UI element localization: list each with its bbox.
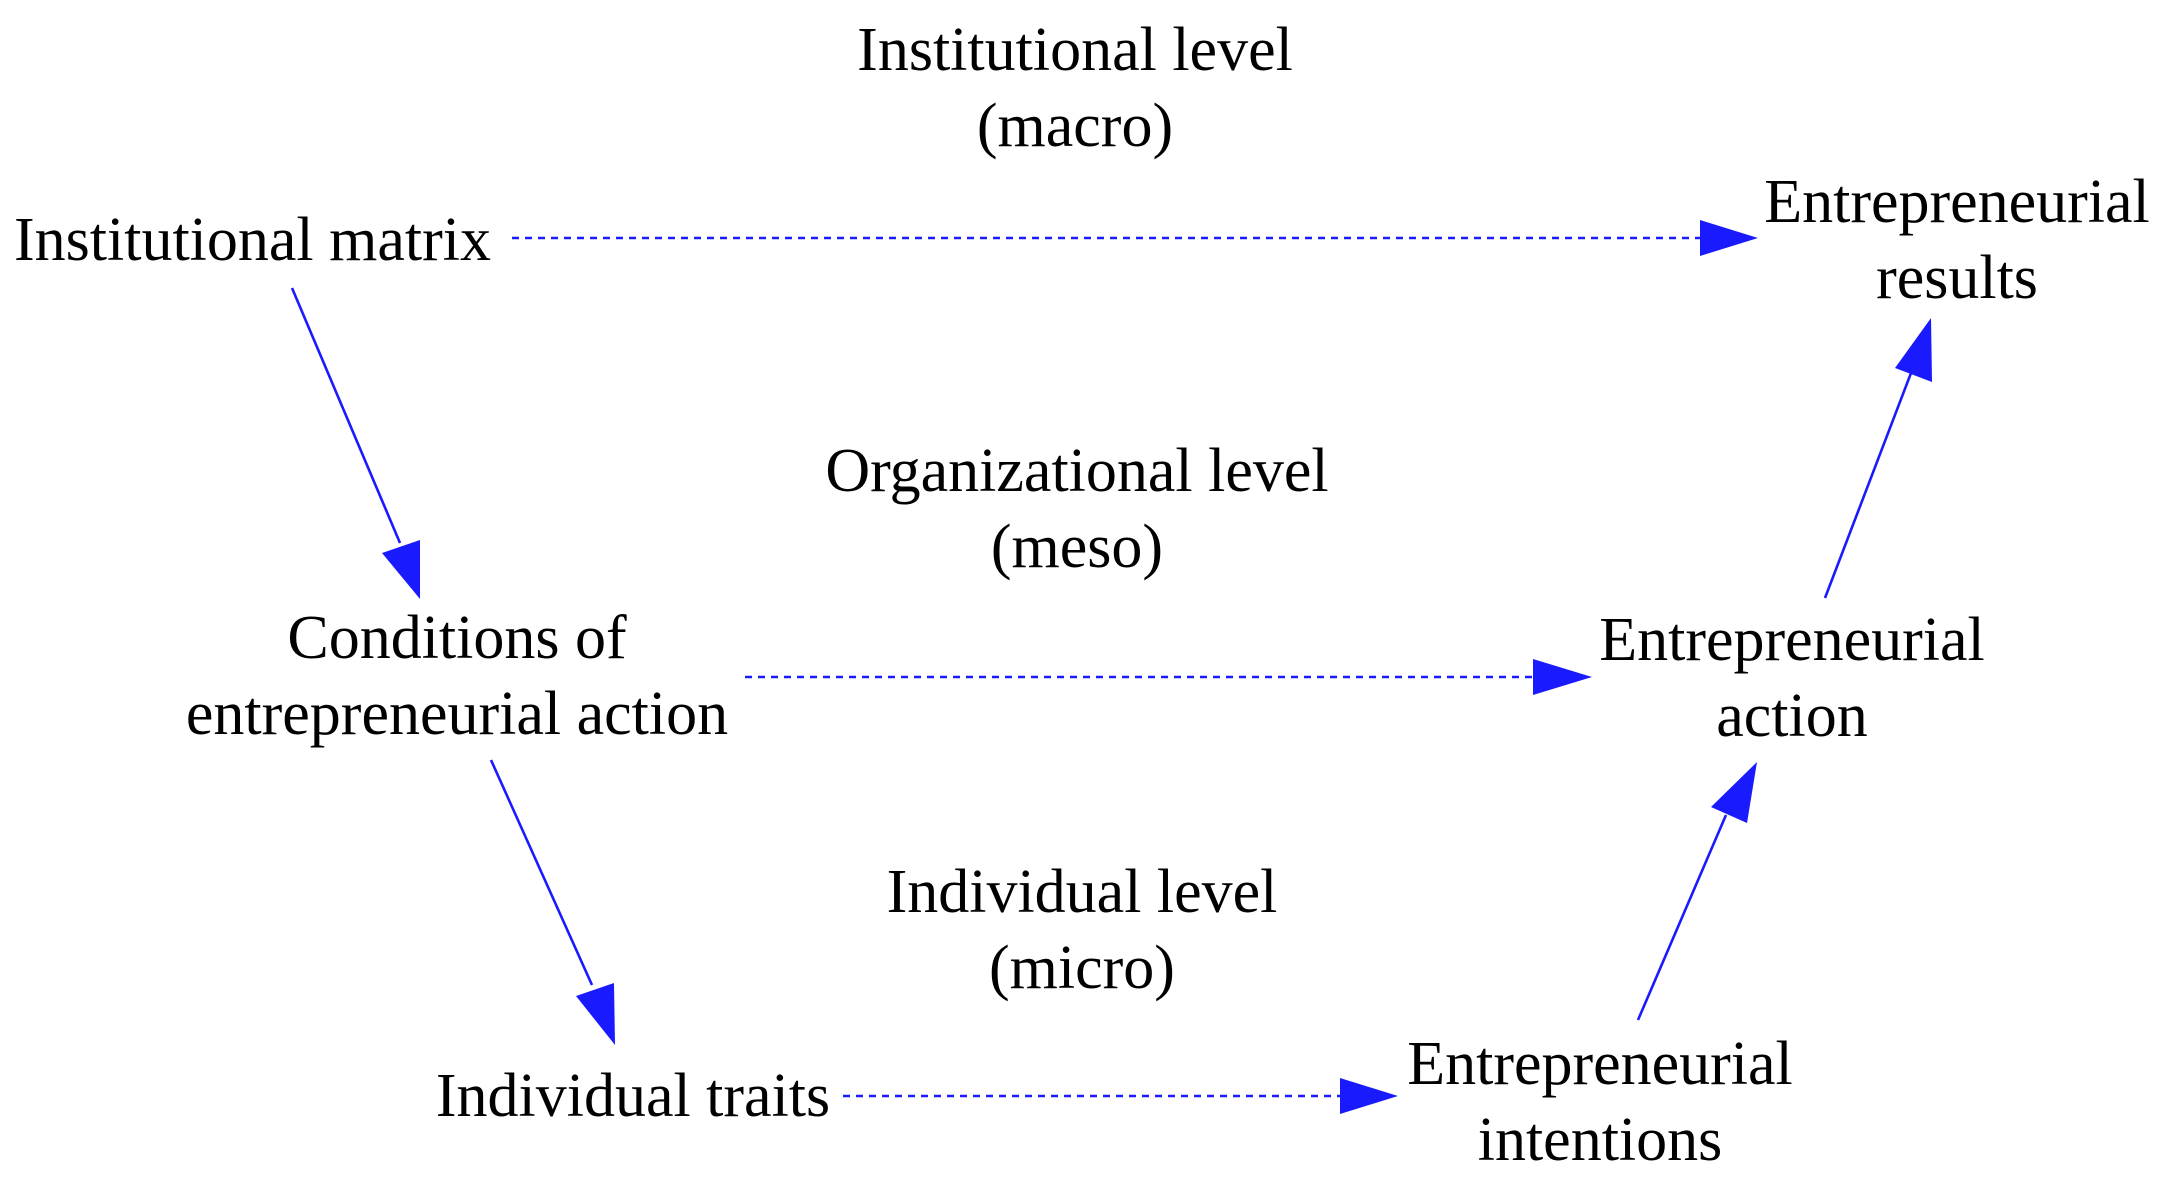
arrowhead-icon xyxy=(1340,1078,1398,1114)
node-conditions-of-entrepreneurial-action: Conditions of entrepreneurial action xyxy=(186,600,728,752)
arrowhead-icon xyxy=(1700,220,1758,256)
node-individual-traits: Individual traits xyxy=(436,1058,830,1134)
edge-entrepreneurial-action-to-results xyxy=(1823,372,1913,599)
level-title-macro: Institutional level xyxy=(857,16,1293,84)
edge-institutional-matrix-to-conditions xyxy=(290,287,402,544)
node-entrepreneurial-action: Entrepreneurial action xyxy=(1599,602,1985,754)
node-label-line1: Entrepreneurial xyxy=(1764,168,2150,236)
level-sub-micro: (micro) xyxy=(989,934,1175,1002)
node-label-line2: entrepreneurial action xyxy=(185,680,729,748)
node-label-line1: Entrepreneurial xyxy=(1407,1030,1793,1098)
edge-conditions-to-individual-traits xyxy=(489,759,594,986)
node-label-line1: Conditions of xyxy=(287,604,627,672)
level-title-micro: Individual level xyxy=(886,858,1278,926)
node-label-line2: results xyxy=(1876,244,2038,312)
level-label-meso: Organizational level (meso) xyxy=(825,433,1328,585)
node-entrepreneurial-intentions: Entrepreneurial intentions xyxy=(1407,1026,1793,1178)
edge-intentions-to-entrepreneurial-action xyxy=(1636,814,1728,1021)
arrowhead-icon xyxy=(382,540,420,599)
arrowhead-icon xyxy=(1895,318,1932,382)
node-label: Institutional matrix xyxy=(14,206,491,274)
node-label-line2: intentions xyxy=(1477,1106,1723,1174)
node-label-line2: action xyxy=(1716,682,1868,750)
level-label-micro: Individual level (micro) xyxy=(887,854,1278,1006)
level-label-macro: Institutional level (macro) xyxy=(857,12,1293,164)
node-institutional-matrix: Institutional matrix xyxy=(14,202,491,278)
level-sub-meso: (meso) xyxy=(990,513,1164,581)
node-label: Individual traits xyxy=(435,1062,831,1130)
node-entrepreneurial-results: Entrepreneurial results xyxy=(1764,164,2150,316)
node-label-line1: Entrepreneurial xyxy=(1599,606,1985,674)
level-sub-macro: (macro) xyxy=(976,92,1174,160)
arrowhead-icon xyxy=(1711,762,1757,823)
arrowhead-icon xyxy=(1533,659,1592,695)
level-title-meso: Organizational level xyxy=(825,437,1329,505)
arrowhead-icon xyxy=(576,983,615,1045)
